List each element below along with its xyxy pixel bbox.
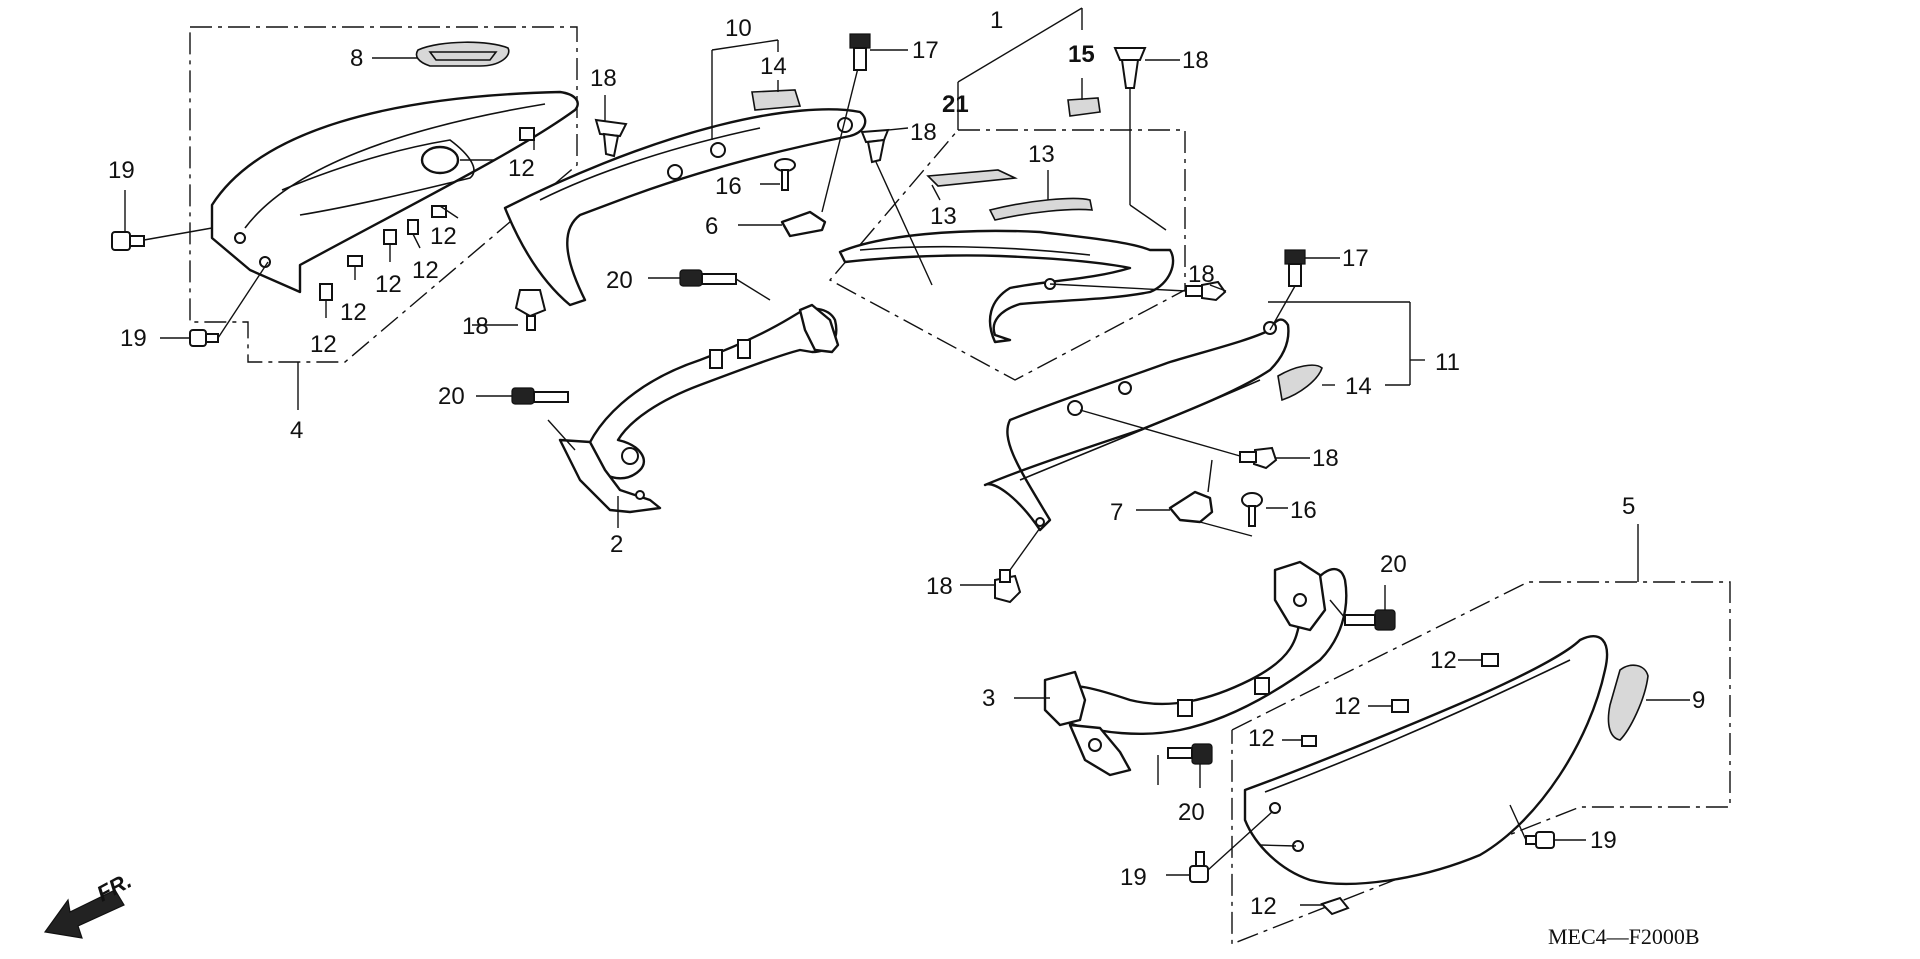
callout-c17a: 17 <box>912 37 939 64</box>
callout-c15: 15 <box>1068 41 1095 68</box>
front-direction-arrow <box>43 889 125 939</box>
callout-c11: 11 <box>1435 349 1460 376</box>
callout-c4: 4 <box>290 417 303 444</box>
part-10-rear-rail <box>503 39 867 307</box>
callout-c18g: 18 <box>926 573 953 600</box>
callout-labels: 1234567891011121212121212121212121313141… <box>108 7 1705 920</box>
callout-c19b: 19 <box>120 325 147 352</box>
callout-c14a: 14 <box>760 53 787 80</box>
callout-c12c: 12 <box>412 257 439 284</box>
part-8-grommet <box>372 41 510 67</box>
part-21-seat-rail <box>838 229 1175 344</box>
callout-c12j: 12 <box>1250 893 1277 920</box>
part-14-pad-right <box>1277 364 1335 402</box>
clips-18-right <box>960 280 1310 604</box>
bolts-19-right <box>1166 804 1586 883</box>
callout-c20d: 20 <box>1178 799 1205 826</box>
callout-c9: 9 <box>1692 687 1705 714</box>
bolts-20-right <box>1167 585 1396 788</box>
clips-18-center <box>860 47 1180 286</box>
diagram-code: MEC4—F2000B <box>1548 924 1700 949</box>
part-14-pad-left <box>751 80 802 111</box>
callout-c21: 21 <box>942 91 969 118</box>
assembly-11-frame <box>1268 301 1425 386</box>
part-7-bracket <box>1136 459 1253 537</box>
callout-c7: 7 <box>1110 499 1123 526</box>
clips-12-group-left <box>319 127 535 318</box>
clip-18-left-bottom <box>472 95 628 331</box>
part-9-reflector <box>1607 664 1690 741</box>
callout-c1: 1 <box>990 7 1003 34</box>
part-5-side-cowl <box>1243 635 1609 885</box>
callout-c18c: 18 <box>1182 47 1209 74</box>
callout-c12g: 12 <box>1430 647 1457 674</box>
bolts-20-left <box>476 269 771 451</box>
callout-c19a: 19 <box>108 157 135 184</box>
part-15-pad <box>1067 78 1101 117</box>
part-4-rear-cowl <box>210 90 579 294</box>
callout-c20b: 20 <box>438 383 465 410</box>
callout-c12d: 12 <box>375 271 402 298</box>
callout-c18b: 18 <box>910 119 937 146</box>
callout-c12f: 12 <box>310 331 337 358</box>
assembly-1-frame <box>828 7 1186 381</box>
bolt-17-b <box>1269 249 1340 331</box>
part-2-grab-rail-bracket <box>558 303 840 528</box>
callout-c6: 6 <box>705 213 718 240</box>
callout-c18a: 18 <box>590 65 617 92</box>
assembly-5-frame <box>1231 524 1731 946</box>
callout-c16b: 16 <box>1290 497 1317 524</box>
callout-c19c: 19 <box>1120 864 1147 891</box>
callout-c18e: 18 <box>1312 445 1339 472</box>
screw-16-b <box>1241 492 1288 527</box>
callout-c3: 3 <box>982 685 995 712</box>
clips-12-group-right <box>1282 653 1499 916</box>
callout-c19d: 19 <box>1590 827 1617 854</box>
callout-c13b: 13 <box>930 203 957 230</box>
callout-c8: 8 <box>350 45 363 72</box>
callout-c17b: 17 <box>1342 245 1369 272</box>
part-11-side-rail <box>983 318 1290 532</box>
callout-c16a: 16 <box>715 173 742 200</box>
screw-16-a <box>760 158 796 191</box>
parts-13-strips <box>926 169 1093 221</box>
callout-c20c: 20 <box>1380 551 1407 578</box>
callout-c20a: 20 <box>606 267 633 294</box>
callout-c12b: 12 <box>430 223 457 250</box>
callout-c14b: 14 <box>1345 373 1372 400</box>
assembly-4-frame <box>189 26 578 410</box>
callout-c2: 2 <box>610 531 623 558</box>
callout-c12e: 12 <box>340 299 367 326</box>
callout-c18d: 18 <box>1188 261 1215 288</box>
callout-c5: 5 <box>1622 493 1635 520</box>
callout-c12a: 12 <box>508 155 535 182</box>
callout-c10: 10 <box>725 15 752 42</box>
callout-c12h: 12 <box>1334 693 1361 720</box>
bolt-17-a <box>849 33 908 71</box>
callout-c13a: 13 <box>1028 141 1055 168</box>
part-6-bracket <box>738 59 861 238</box>
callout-c12i: 12 <box>1248 725 1275 752</box>
part-3-grab-rail-bracket <box>1014 560 1348 785</box>
callout-c18f: 18 <box>462 313 489 340</box>
bolts-19-left <box>111 190 269 347</box>
